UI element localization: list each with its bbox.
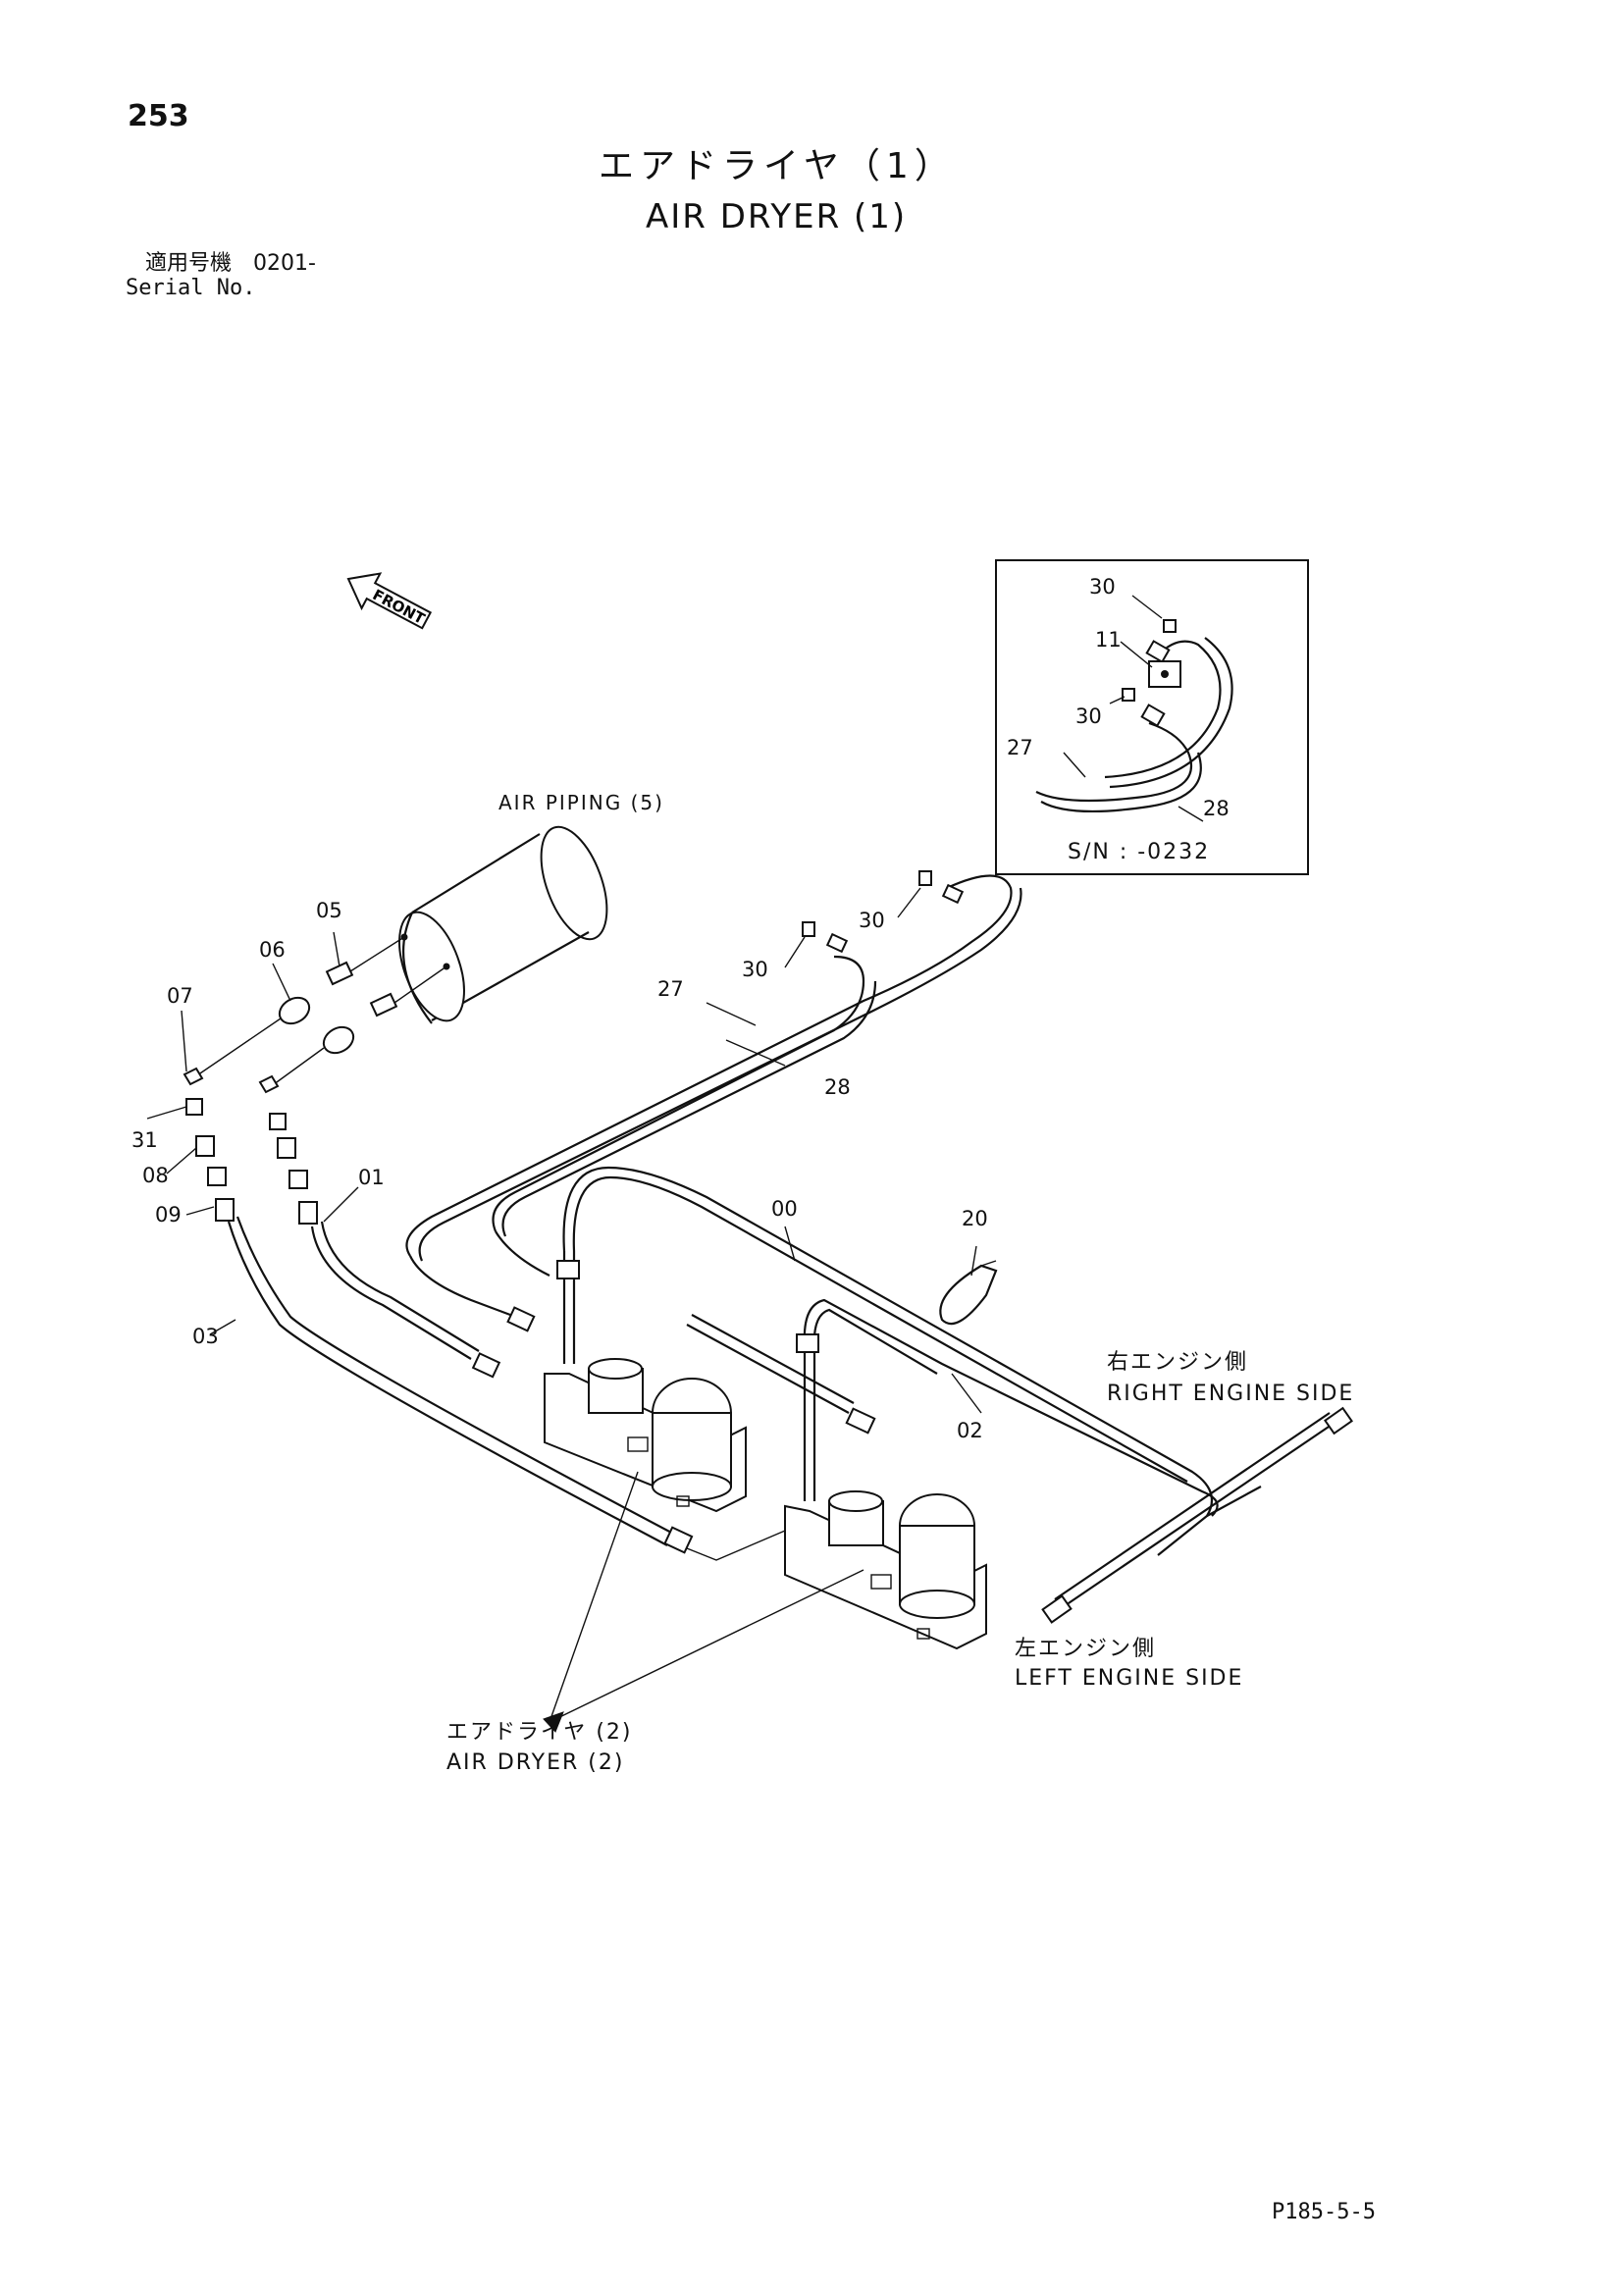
title-english: AIR DRYER (1) <box>646 197 908 236</box>
front-arrow-icon: FRONT <box>346 572 433 630</box>
inset-callout-11: 11 <box>1095 628 1122 652</box>
callout-31: 31 <box>131 1128 158 1152</box>
hose-01 <box>310 1226 472 1360</box>
title-japanese: エアドライヤ（1） <box>599 146 956 186</box>
connectors-30 <box>802 870 965 954</box>
callout-20: 20 <box>962 1207 988 1230</box>
callout-03: 03 <box>192 1325 219 1348</box>
inset-callout-30-top: 30 <box>1089 575 1116 599</box>
left-engine-label-en: LEFT ENGINE SIDE <box>1015 1666 1244 1691</box>
pipe-02 <box>803 1298 1219 1517</box>
footer-code: P185-5-5 <box>1272 2200 1376 2224</box>
cable-tie-20 <box>939 1264 998 1326</box>
air-dryer-unit-1 <box>544 1358 747 1513</box>
callout-28: 28 <box>824 1075 851 1099</box>
callout-27: 27 <box>657 977 684 1001</box>
callout-05: 05 <box>316 899 342 922</box>
air-dryer2-label-en: AIR DRYER (2) <box>446 1750 625 1775</box>
air-piping-label: AIR PIPING (5) <box>498 791 664 814</box>
pipe-28 <box>492 955 865 1232</box>
right-engine-label-jp: 右エンジン側 <box>1107 1350 1249 1375</box>
callout-00: 00 <box>771 1197 798 1221</box>
front-arrow-label: FRONT <box>370 586 429 628</box>
callout-07: 07 <box>167 984 193 1008</box>
serial-label-english: Serial No. <box>126 276 256 300</box>
callout-01: 01 <box>358 1166 385 1189</box>
pipe-00 <box>562 1166 1214 1556</box>
leader-lines <box>146 887 982 1723</box>
callout-30-left: 30 <box>742 958 768 981</box>
air-dryer2-label-jp: エアドライヤ (2) <box>446 1720 633 1745</box>
hose-03 <box>227 1221 668 1546</box>
air-dryer2-arrowhead <box>543 1711 564 1733</box>
inset-callout-27: 27 <box>1007 736 1033 759</box>
page-number: 253 <box>128 99 189 133</box>
inset-callout-30-bottom: 30 <box>1075 704 1102 728</box>
right-engine-label-en: RIGHT ENGINE SIDE <box>1107 1382 1355 1406</box>
inset-callout-28: 28 <box>1203 797 1230 820</box>
inset-serial-variant: 30 11 30 27 28 S/N : -0232 <box>995 559 1309 875</box>
air-dryer-unit-2 <box>784 1490 987 1650</box>
left-engine-label-jp: 左エンジン側 <box>1015 1637 1157 1661</box>
callout-08: 08 <box>142 1164 169 1187</box>
pipe-27 <box>405 874 1013 1257</box>
callout-02: 02 <box>957 1419 983 1442</box>
callout-06: 06 <box>259 938 286 962</box>
callout-09: 09 <box>155 1203 182 1226</box>
serial-label-japanese: 適用号機 0201- <box>145 251 316 276</box>
air-tank <box>398 825 608 1024</box>
fittings-group <box>183 936 447 1225</box>
left-engine-hose <box>1054 1412 1335 1610</box>
inset-diagram <box>1035 595 1233 822</box>
inset-caption: S/N : -0232 <box>1068 840 1211 864</box>
callout-30-right: 30 <box>859 909 885 932</box>
